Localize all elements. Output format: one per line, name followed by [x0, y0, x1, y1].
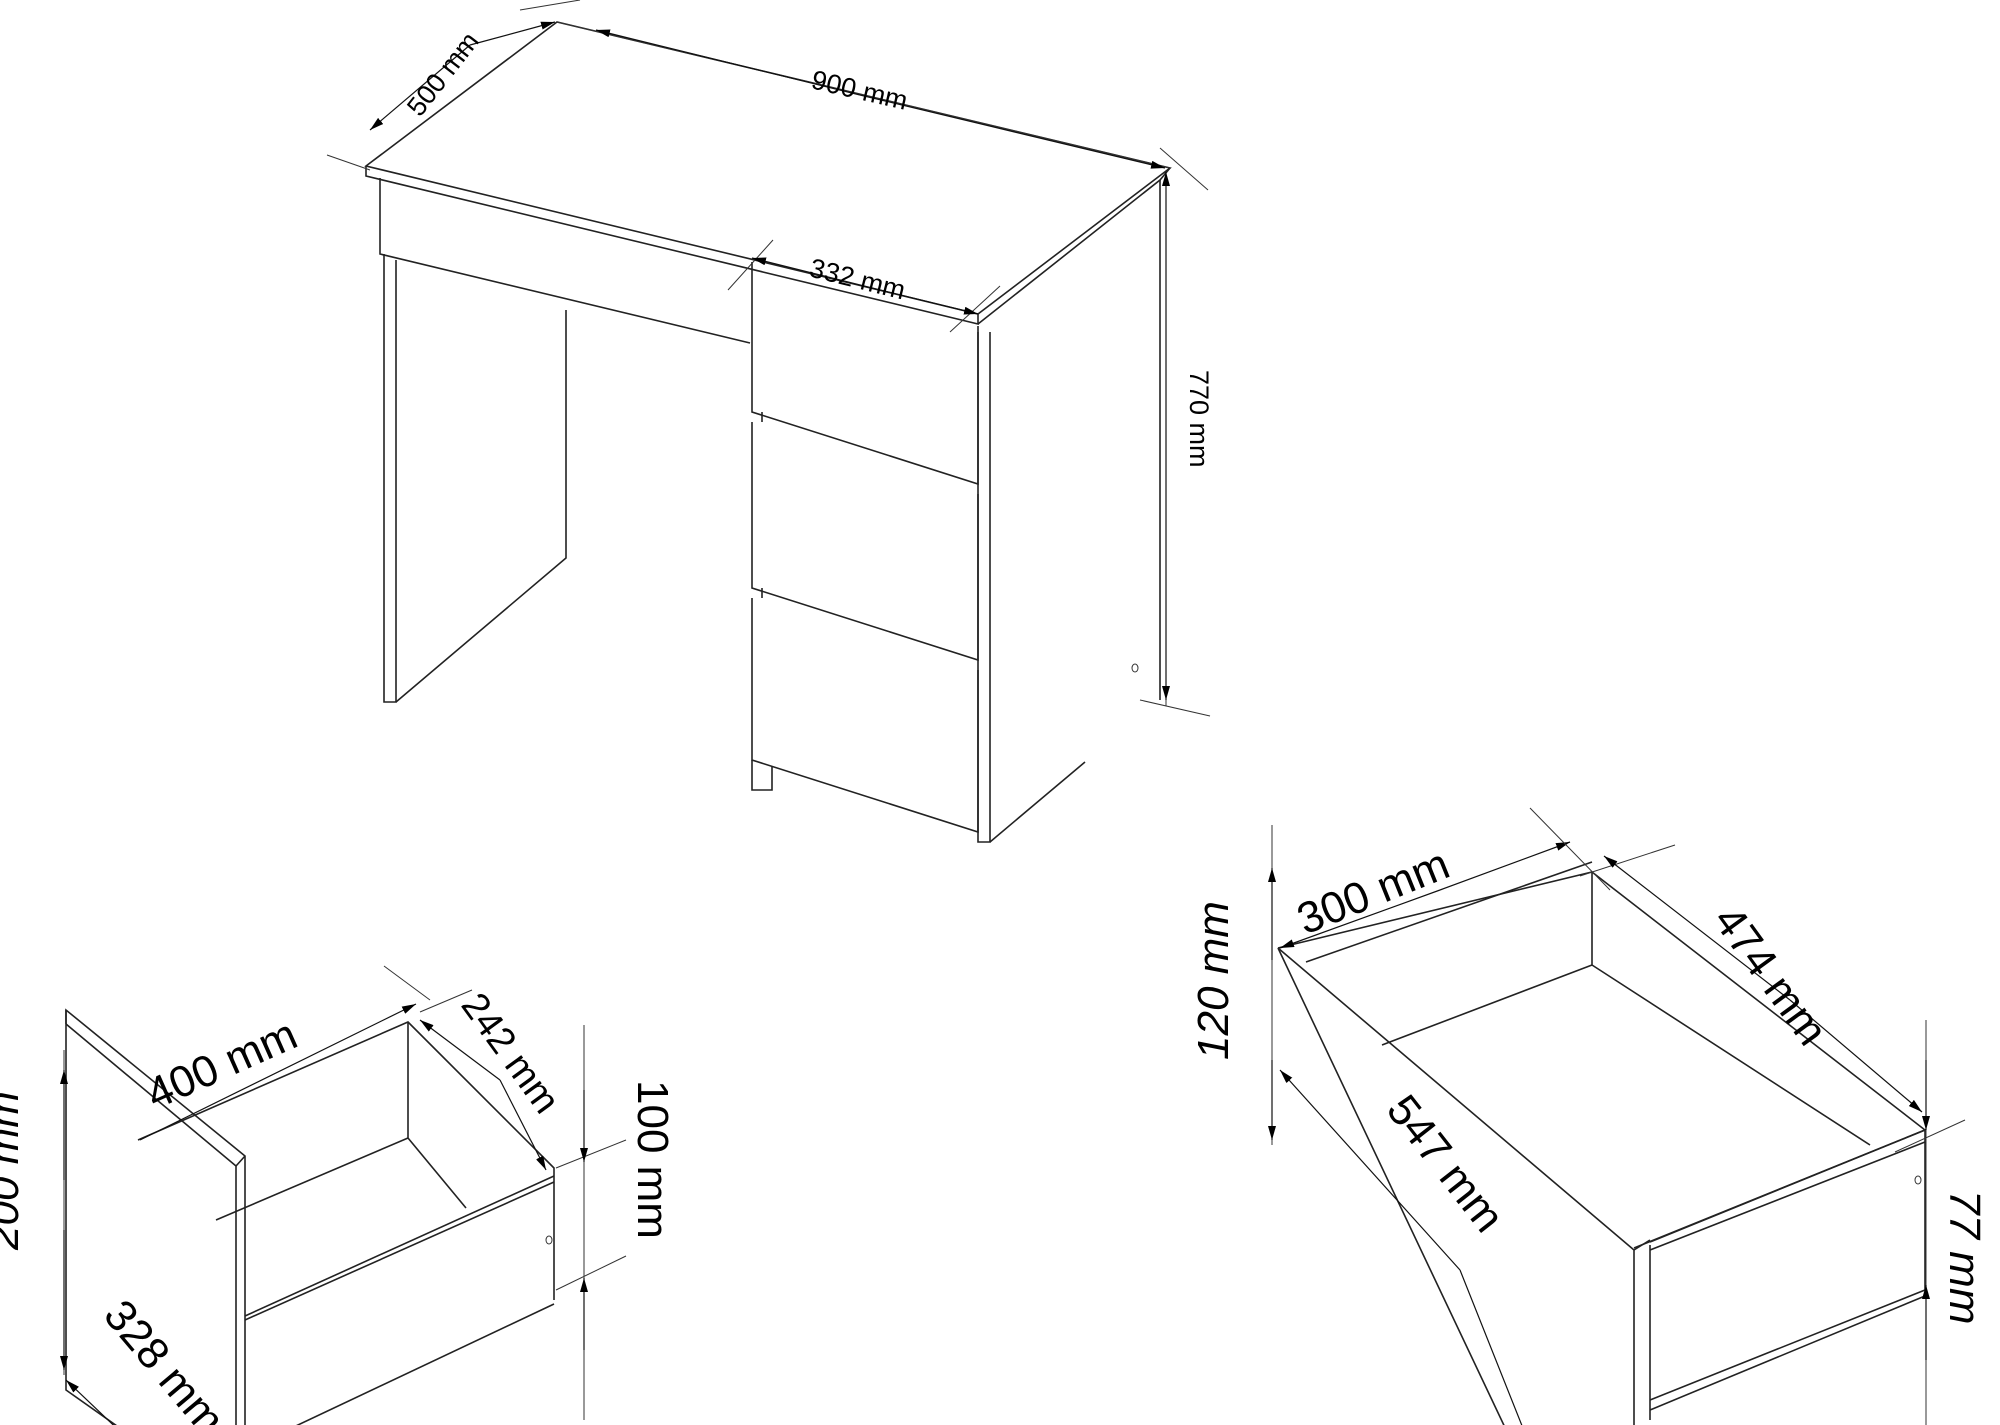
- large-drawer-front-width-label: 547 mm: [1377, 1086, 1513, 1241]
- desk-height-label: 770 mm: [1184, 370, 1214, 468]
- large-drawer-depth-label: 474 mm: [1704, 897, 1837, 1054]
- large-drawer-width-label: 300 mm: [1290, 839, 1456, 944]
- small-drawer-height-label: 100 mm: [628, 1080, 677, 1239]
- large-drawer-front-height-label: 120 mm: [1189, 901, 1238, 1060]
- large-drawer-height-label: 77 mm: [1940, 1190, 1989, 1324]
- cabinet-width-label: 332 mm: [807, 253, 909, 306]
- large-drawer-drawing: 300 mm 474 mm 120 mm 547 mm 77 mm: [1189, 807, 1989, 1425]
- small-drawer-front-width-label: 328 mm: [94, 1291, 234, 1425]
- desk-width-label: 900 mm: [809, 65, 911, 116]
- desk-drawing: 500 mm 900 mm 332 mm 770 mm: [326, 0, 1214, 843]
- small-drawer-drawing: 200 mm 328 mm 400 mm 242 mm 100 mm: [0, 965, 677, 1425]
- small-drawer-front-height-label: 200 mm: [0, 1091, 28, 1251]
- small-drawer-depth-label: 242 mm: [453, 986, 568, 1122]
